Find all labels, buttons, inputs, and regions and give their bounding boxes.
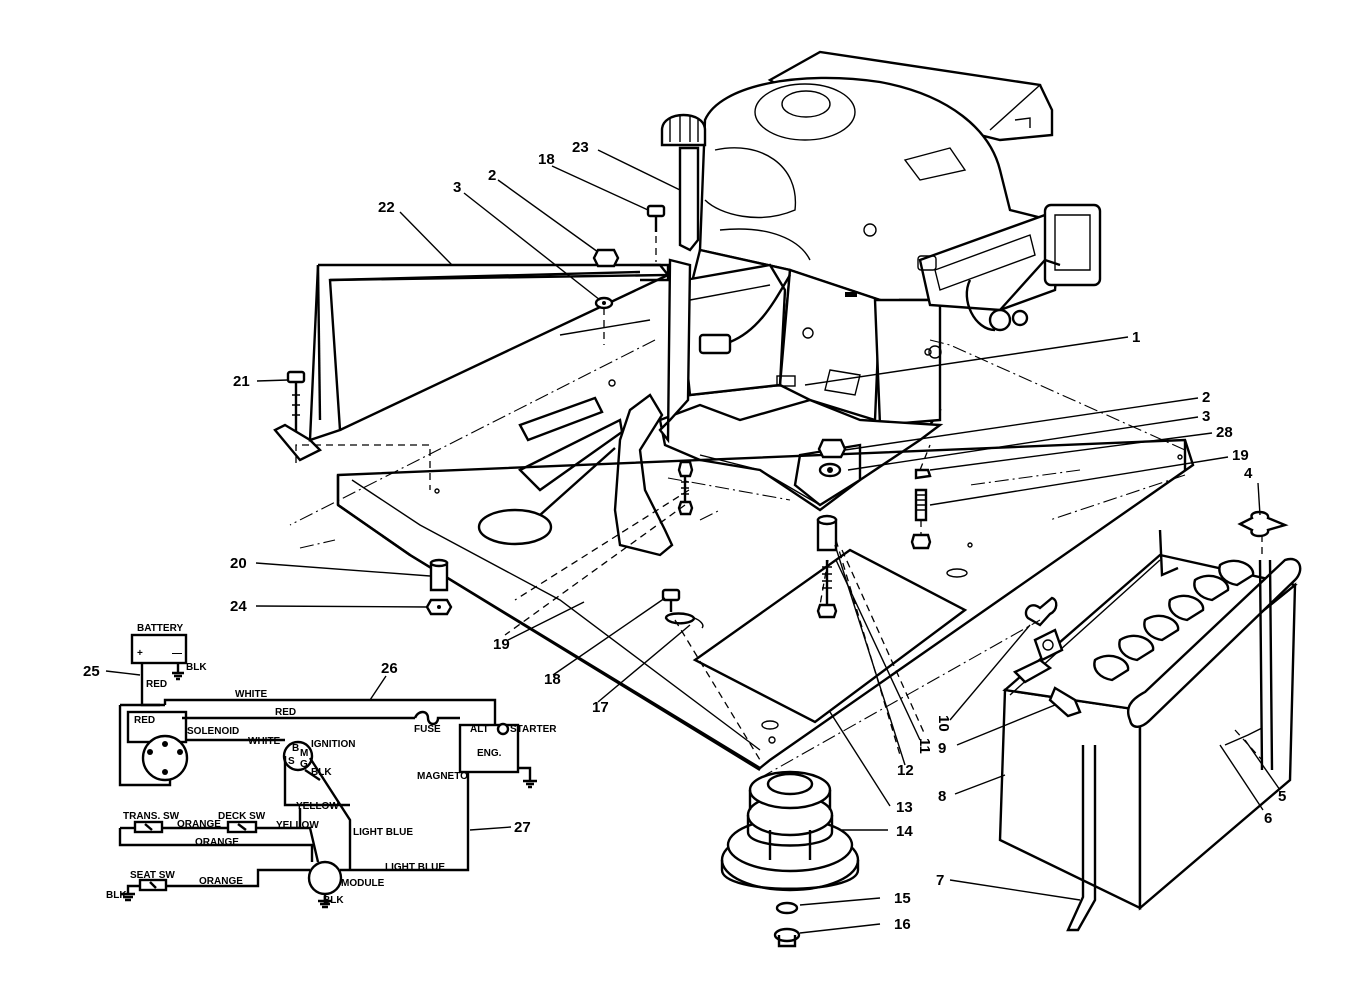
callout-12: 12 (897, 762, 914, 779)
hardware (286, 204, 1289, 629)
label-module: MODULE (341, 878, 385, 889)
label-solenoid: SOLENOID (187, 726, 239, 737)
callout-26: 26 (381, 660, 398, 677)
label-blk-module: BLK (323, 895, 344, 906)
battery (998, 529, 1302, 932)
label-orange-3: ORANGE (199, 876, 243, 887)
callout-3-left: 3 (453, 179, 461, 196)
callout-10: 10 (935, 715, 952, 732)
callout-22: 22 (378, 199, 395, 216)
label-blk-ignition: BLK (311, 767, 332, 778)
callout-6: 6 (1264, 810, 1272, 827)
callout-20: 20 (230, 555, 247, 572)
callout-18-top: 18 (538, 151, 555, 168)
label-seat-sw: SEAT SW (130, 870, 175, 881)
label-ign-m: M (300, 748, 308, 759)
callout-13: 13 (896, 799, 913, 816)
label-light-blue-2: LIGHT BLUE (385, 862, 445, 873)
label-yellow-1: YELLOW (296, 801, 339, 812)
label-ign-s: S (288, 756, 295, 767)
callout-5: 5 (1278, 788, 1286, 805)
pulley (720, 770, 860, 948)
label-battery: BATTERY (137, 623, 183, 634)
callout-11: 11 (916, 738, 933, 754)
label-white-top: WHITE (235, 689, 268, 700)
label-trans-sw: TRANS. SW (123, 811, 180, 822)
callout-17: 17 (592, 699, 609, 716)
bracket (273, 263, 671, 490)
label-blk-battery: BLK (186, 662, 207, 673)
label-ign-b: B (292, 743, 299, 754)
mounting-plate (336, 319, 1195, 772)
label-alt: ALT (470, 724, 489, 735)
label-white-ignition: WHITE (248, 736, 281, 747)
wiring-diagram (118, 633, 537, 909)
callout-2-right: 2 (1202, 389, 1210, 406)
callout-4: 4 (1244, 465, 1253, 482)
label-deck-sw: DECK SW (218, 811, 266, 822)
label-fuse: FUSE (414, 724, 441, 735)
callout-3-right: 3 (1202, 408, 1210, 425)
callout-19-right: 19 (1232, 447, 1249, 464)
assembly-lines (289, 339, 1186, 779)
callout-9: 9 (938, 740, 946, 757)
callout-16: 16 (894, 916, 911, 933)
callout-24: 24 (230, 598, 247, 615)
engine (658, 50, 1102, 512)
label-blk-seat: BLK (106, 890, 127, 901)
label-plus: + (137, 648, 143, 659)
callout-15: 15 (894, 890, 911, 907)
callout-numbers: 1 2 3 28 19 4 5 6 7 8 9 10 11 12 13 14 1… (83, 139, 1286, 933)
label-orange-1: ORANGE (177, 819, 221, 830)
callout-21: 21 (233, 373, 250, 390)
label-minus: — (172, 648, 182, 659)
callout-18-lower: 18 (544, 671, 561, 688)
label-red-battery: RED (146, 679, 167, 690)
label-starter: STARTER (510, 724, 557, 735)
callout-23: 23 (572, 139, 589, 156)
label-eng: ENG. (477, 748, 502, 759)
leader-lines (105, 149, 1281, 934)
battery-caps (1093, 559, 1255, 682)
label-orange-2: ORANGE (195, 837, 239, 848)
wiring-labels: BATTERY + — BLK RED WHITE RED RED SOLENO… (106, 623, 557, 906)
callout-1: 1 (1132, 329, 1140, 346)
label-red-top: RED (275, 707, 296, 718)
label-light-blue-1: LIGHT BLUE (353, 827, 413, 838)
callout-2-left: 2 (488, 167, 496, 184)
callout-27: 27 (514, 819, 531, 836)
callout-7: 7 (936, 872, 944, 889)
callout-14: 14 (896, 823, 913, 840)
label-ignition: IGNITION (311, 739, 355, 750)
callout-8: 8 (938, 788, 946, 805)
callout-19-left: 19 (493, 636, 510, 653)
callout-28: 28 (1216, 424, 1233, 441)
label-yellow-2: YELLOW (276, 820, 319, 831)
callout-25: 25 (83, 663, 100, 680)
label-ign-g: G (300, 759, 308, 770)
label-magneto: MAGNETO (417, 771, 468, 782)
label-red-solenoid: RED (134, 715, 155, 726)
